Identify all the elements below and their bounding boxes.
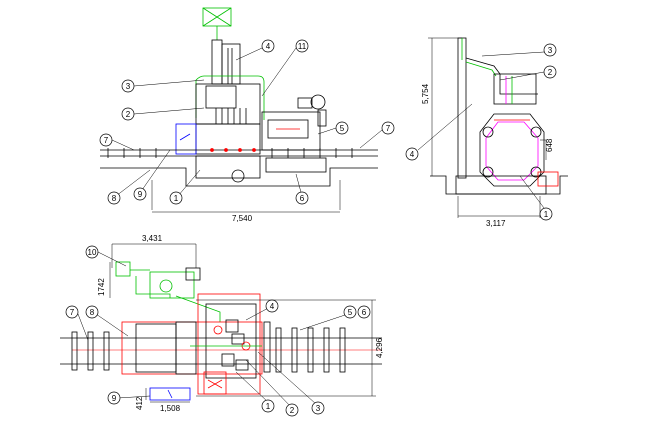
callout-8-plan: 8 (90, 308, 95, 317)
plan-small-height-dimension: 412 (135, 396, 144, 410)
front-leaders (111, 47, 383, 197)
callout-1-side: 1 (544, 210, 549, 219)
plan-rollers (71, 327, 346, 373)
callout-4-side: 4 (410, 150, 415, 159)
side-leaders (417, 51, 545, 209)
callout-2-front: 2 (126, 110, 131, 119)
callout-3-plan: 3 (316, 404, 321, 413)
callout-5-plan: 5 (348, 308, 353, 317)
callout-3-front: 3 (126, 82, 131, 91)
blast-chamber (485, 121, 539, 181)
callout-2-plan: 2 (290, 406, 295, 415)
side-pit-dimension: 648 (545, 138, 554, 152)
front-elevation (100, 7, 383, 213)
dust-collector (202, 7, 232, 40)
callout-6-plan: 6 (362, 308, 367, 317)
plan-left-height-dimension: 1742 (97, 278, 106, 296)
plan-depth-dimension: 4,296 (375, 337, 384, 358)
callout-11-front: 11 (298, 42, 307, 51)
conveyor-rollers (107, 148, 353, 158)
callout-4-front: 4 (266, 42, 271, 51)
plan-small-width-dimension: 1,508 (160, 404, 181, 413)
callout-6-front: 6 (300, 194, 305, 203)
callout-9-plan: 9 (112, 394, 117, 403)
callout-7-front-right: 7 (386, 124, 391, 133)
callout-5-front: 5 (340, 124, 345, 133)
callout-3-side: 3 (548, 46, 553, 55)
side-height-dimension: 5,754 (421, 83, 430, 104)
dust-collector-plan (115, 261, 221, 322)
callout-7-front-left: 7 (104, 136, 109, 145)
callout-balloons (65, 39, 557, 417)
front-width-dimension: 7,540 (232, 214, 253, 223)
callout-8-front: 8 (112, 194, 117, 203)
callout-7-plan: 7 (70, 308, 75, 317)
callout-10-plan: 10 (88, 248, 97, 257)
callout-4-plan: 4 (270, 302, 275, 311)
callout-labels: 3 2 4 11 5 7 7 8 9 1 6 3 2 4 1 10 7 8 4 … (70, 42, 553, 415)
plan-leaders (77, 251, 349, 409)
plan-width-dimension: 3,431 (142, 234, 163, 243)
callout-1-plan: 1 (266, 402, 271, 411)
side-width-dimension: 3,117 (486, 219, 506, 228)
side-elevation (417, 37, 568, 218)
callout-2-side: 2 (548, 68, 553, 77)
plan-view (60, 243, 382, 409)
callout-9-front: 9 (138, 190, 143, 199)
blast-wheels-plan (213, 319, 251, 371)
callout-1-front: 1 (174, 194, 179, 203)
